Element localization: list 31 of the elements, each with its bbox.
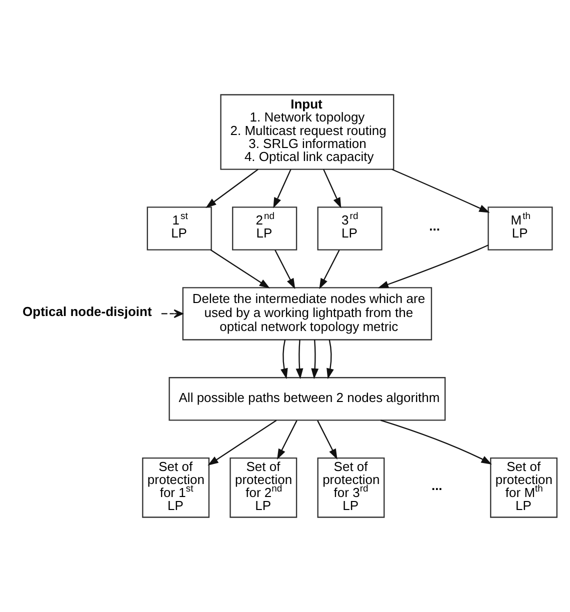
node-text: Optical node-disjoint [22,304,152,319]
arrow [392,168,490,213]
arrow [296,340,304,380]
node-box: Delete the intermediate nodes which are used by a working lightpath from the optical network topology metric [182,287,432,340]
arrow [273,169,292,208]
arrow [280,340,288,380]
node-box: 1$^{st}$ LP [146,206,212,250]
arrow [161,309,184,318]
arrow [380,420,492,464]
arrow [323,169,342,208]
node-box: 2$^{nd}$ LP [232,206,298,250]
arrow [326,340,334,380]
arrow [378,244,488,288]
label: ... [429,218,440,234]
arrow [208,420,277,466]
node-box: Set of protection for 2$^{nd}$ LP [230,458,298,518]
node-box: Input 1. Network topology 2. Multicast request routing 3. SRLG information 4. Optical link capacity [220,94,394,170]
arrow [206,168,258,208]
arrow [317,420,338,460]
node-box: Set of protection for 1$^{st}$ LP [142,458,210,518]
node-box: 3$^{rd}$ LP [317,206,382,250]
arrow [274,250,296,290]
node-box: Set of protection for 3$^{rd}$ LP [317,458,385,518]
arrow [311,340,319,380]
node-box: All possible paths between 2 nodes algorithm [168,377,446,421]
arrow [210,249,270,288]
arrow [277,420,298,460]
label: ... [431,478,442,493]
node-box: M$^{th}$ LP [488,206,553,250]
arrow [319,250,340,290]
node-box: Set of protection for M$^{th}$ LP [490,458,558,518]
